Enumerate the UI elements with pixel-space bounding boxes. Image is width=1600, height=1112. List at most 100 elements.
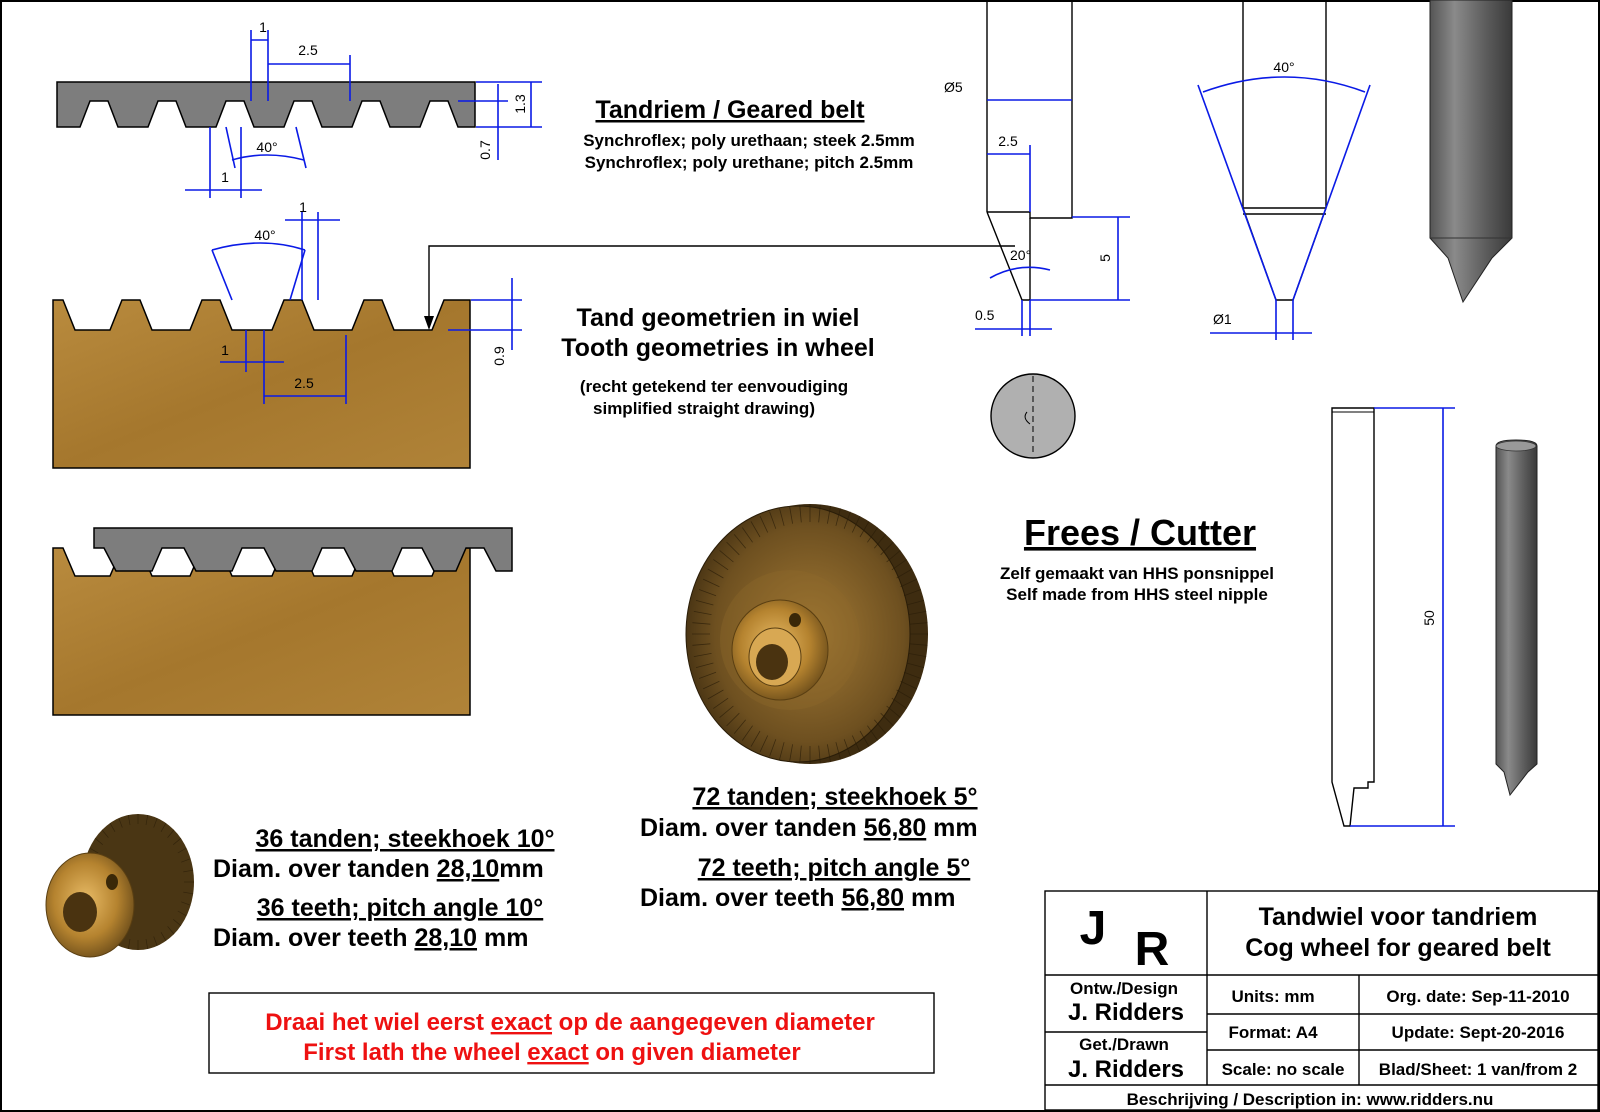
tooth-geometry-title-nl: Tand geometrien in wiel bbox=[577, 304, 860, 332]
gear-tooth-ridge bbox=[693, 611, 712, 615]
design-label: Ontw./Design bbox=[1070, 979, 1178, 998]
gear-tooth-ridge bbox=[903, 671, 922, 679]
gear-tooth-ridge bbox=[779, 742, 785, 760]
gear-tooth-ridge bbox=[799, 504, 802, 523]
small-gear-diameter-nl: Diam. over tanden 28,10mm bbox=[213, 855, 544, 883]
gear-tooth-ridge bbox=[177, 910, 187, 917]
cutter-dim-flat: 2.5 bbox=[998, 133, 1018, 149]
gear-tooth-ridge bbox=[733, 534, 747, 549]
tooth-geometry-title-en: Tooth geometries in wheel bbox=[561, 334, 874, 362]
drawn-label: Get./Drawn bbox=[1079, 1035, 1169, 1054]
belt-dim-tooth-depth: 0.7 bbox=[477, 140, 493, 160]
gear-tooth-ridge bbox=[906, 600, 925, 606]
gear-tooth-ridge bbox=[702, 680, 720, 690]
gear-tooth-ridge bbox=[750, 521, 761, 538]
gear-tooth-ridge bbox=[713, 697, 729, 709]
gear-tooth-ridge bbox=[172, 838, 182, 845]
gear-tooth-ridge bbox=[153, 817, 158, 828]
gear-tooth-ridge bbox=[707, 568, 724, 579]
format-field: Format: A4 bbox=[1228, 1023, 1318, 1042]
gear-tooth-ridge bbox=[827, 744, 831, 763]
gear-tooth-ridge bbox=[843, 511, 851, 529]
gear-tooth-ridge bbox=[859, 730, 870, 747]
belt-title: Tandriem / Geared belt bbox=[595, 96, 865, 124]
gear-tooth-ridge bbox=[906, 662, 925, 668]
gear-tooth-ridge bbox=[733, 719, 747, 734]
gear-tooth-ridge bbox=[719, 705, 734, 718]
gear-tooth-ridge bbox=[692, 622, 711, 625]
scale-field: Scale: no scale bbox=[1222, 1060, 1345, 1079]
description-field: Beschrijving / Description in: www.ridde… bbox=[1127, 1090, 1494, 1109]
gear-tooth-ridge bbox=[695, 662, 714, 668]
wheel-dim-pitch: 2.5 bbox=[294, 375, 314, 391]
gear-tooth-ridge bbox=[827, 505, 831, 524]
cutter-dim-diameter: Ø5 bbox=[944, 79, 963, 95]
wheel-tooth-dimensions: 40° 1 0.9 1 2.5 bbox=[211, 199, 522, 404]
gear-tooth-ridge bbox=[160, 932, 167, 942]
drawn-name: J. Ridders bbox=[1068, 1056, 1184, 1083]
gear-tooth-ridge bbox=[698, 671, 717, 679]
cutter-dim-tip-diameter: Ø1 bbox=[1213, 311, 1232, 327]
gear-tooth-ridge bbox=[903, 589, 922, 597]
gear-tooth-ridge bbox=[177, 847, 187, 854]
gear-tooth-ridge bbox=[909, 643, 928, 646]
gear-tooth-ridge bbox=[886, 550, 901, 563]
belt-meshed-with-wheel bbox=[52, 527, 513, 716]
gear-tooth-ridge bbox=[741, 725, 753, 741]
belt-spec-nl: Synchroflex; poly urethaan; steek 2.5mm bbox=[583, 131, 915, 150]
belt-dimensions: 1 2.5 1.3 0.7 40° 1 bbox=[185, 19, 542, 198]
gear-tooth-ridge bbox=[167, 926, 175, 935]
gear-tooth-ridge bbox=[127, 939, 131, 950]
wheel-dim-top-width: 1 bbox=[299, 199, 307, 215]
sheet-field: Blad/Sheet: 1 van/from 2 bbox=[1379, 1060, 1577, 1079]
cutter-outline-long bbox=[1331, 407, 1375, 827]
cutter-dim-tip-length: 5 bbox=[1097, 254, 1113, 262]
gear-tooth-ridge bbox=[880, 541, 894, 556]
gear-tooth-ridge bbox=[145, 939, 149, 950]
gear-tooth-ridge bbox=[896, 568, 913, 579]
gear-tooth-ridge bbox=[818, 504, 821, 523]
large-gear-render bbox=[685, 504, 928, 764]
cutter-dim-tip-angle: 20° bbox=[1010, 247, 1031, 263]
drawing-title-nl: Tandwiel voor tandriem bbox=[1259, 903, 1538, 931]
gear-tooth-ridge bbox=[769, 739, 777, 757]
cutter-front-view bbox=[1242, 0, 1327, 301]
gear-tooth-ridge bbox=[799, 745, 802, 764]
gear-tooth-ridge bbox=[181, 858, 191, 863]
cutter-spec-en: Self made from HHS steel nipple bbox=[1006, 585, 1268, 604]
gear-tooth-ridge bbox=[153, 936, 158, 947]
belt-dim-bottom-width: 1 bbox=[221, 169, 229, 185]
gear-tooth-ridge bbox=[719, 550, 734, 563]
small-gear-render bbox=[45, 814, 194, 958]
gear-tooth-ridge bbox=[908, 611, 927, 615]
small-gear-specs: 36 tanden; steekhoek 10° Diam. over tand… bbox=[213, 825, 555, 952]
belt-spec-en: Synchroflex; poly urethane; pitch 2.5mm bbox=[585, 153, 914, 172]
gear-tooth-ridge bbox=[891, 697, 907, 709]
gear-tooth-ridge bbox=[769, 511, 777, 529]
gear-tooth-ridge bbox=[726, 541, 740, 556]
units-field: Units: mm bbox=[1231, 987, 1314, 1006]
gear-tooth-ridge bbox=[713, 559, 729, 571]
large-gear-specs: 72 tanden; steekhoek 5° Diam. over tande… bbox=[640, 783, 978, 912]
gear-tooth-ridge bbox=[698, 589, 717, 597]
wheel-dim-depth: 0.9 bbox=[491, 346, 507, 366]
gear-tooth-ridge bbox=[909, 622, 928, 625]
gear-tooth-ridge bbox=[789, 744, 793, 763]
gear-tooth-ridge bbox=[695, 600, 714, 606]
gear-tooth-ridge bbox=[160, 822, 167, 832]
cutter-leader-arrowhead bbox=[424, 316, 434, 330]
gear-tooth-ridge bbox=[183, 869, 194, 873]
gear-tooth-ridge bbox=[908, 653, 927, 657]
gear-tooth-ridge bbox=[750, 730, 761, 747]
small-gear-teeth-en: 36 teeth; pitch angle 10° bbox=[257, 894, 543, 922]
wheel-dim-angle: 40° bbox=[254, 227, 275, 243]
gear-tooth-ridge bbox=[89, 847, 99, 854]
wheel-dim-bottom-width: 1 bbox=[221, 342, 229, 358]
cutter-title: Frees / Cutter bbox=[1024, 512, 1256, 553]
title-block bbox=[1044, 890, 1599, 1111]
gear-tooth-ridge bbox=[779, 508, 785, 526]
logo-letter-r: R bbox=[1135, 923, 1170, 976]
belt-dim-top-width: 1 bbox=[259, 19, 267, 35]
